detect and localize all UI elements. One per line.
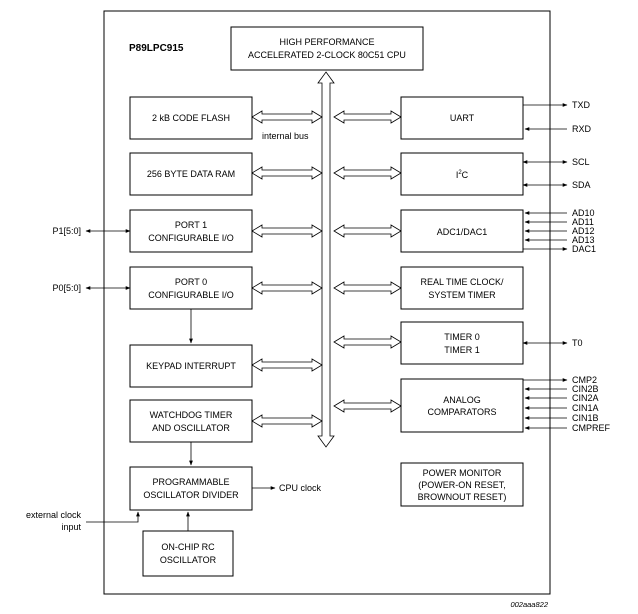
cmp2-label: CMP2: [572, 375, 597, 385]
analog-line-1: ANALOG: [443, 395, 481, 405]
figure-reference: 002aaa822: [510, 600, 548, 609]
rtc-line-2: SYSTEM TIMER: [428, 290, 496, 300]
watchdog-line-1: WATCHDOG TIMER: [150, 410, 233, 420]
cpu-clock-label: CPU clock: [279, 483, 322, 493]
timer0-label: TIMER 0: [444, 332, 480, 342]
power-monitor-block: POWER MONITOR (POWER-ON RESET, BROWNOUT …: [400, 462, 524, 507]
rtc-block: REAL TIME CLOCK/ SYSTEM TIMER: [400, 266, 524, 310]
p0-pin-label: P0[5:0]: [52, 283, 81, 293]
analog-line-2: COMPARATORS: [427, 407, 496, 417]
code-flash-label: 2 kB CODE FLASH: [152, 113, 230, 123]
cin2b-label: CIN2B: [572, 384, 599, 394]
t0-label: T0: [572, 338, 583, 348]
port1-block: PORT 1 CONFIGURABLE I/O: [129, 209, 253, 253]
port1-line-2: CONFIGURABLE I/O: [148, 233, 234, 243]
rxd-label: RXD: [572, 124, 592, 134]
port0-line-2: CONFIGURABLE I/O: [148, 290, 234, 300]
rc-osc-line-1: ON-CHIP RC: [161, 542, 215, 552]
adc-dac-block: ADC1/DAC1: [400, 209, 524, 253]
right-bus-connectors: [333, 110, 402, 413]
sda-label: SDA: [572, 180, 591, 190]
uart-label: UART: [450, 113, 475, 123]
timers-block: TIMER 0 TIMER 1: [400, 321, 524, 365]
internal-bus: [317, 71, 335, 448]
prog-osc-divider-block: PROGRAMMABLE OSCILLATOR DIVIDER: [129, 466, 253, 511]
timer1-label: TIMER 1: [444, 345, 480, 355]
internal-arrows: [86, 309, 276, 531]
cmpref-label: CMPREF: [572, 423, 611, 433]
p1-pin-label: P1[5:0]: [52, 226, 81, 236]
data-ram-block: 256 BYTE DATA RAM: [129, 152, 253, 196]
rc-osc-line-2: OSCILLATOR: [160, 555, 217, 565]
port0-block: PORT 0 CONFIGURABLE I/O: [129, 266, 253, 310]
port0-line-1: PORT 0: [175, 277, 207, 287]
power-line-1: POWER MONITOR: [423, 468, 502, 478]
cin1b-label: CIN1B: [572, 413, 599, 423]
ad10-label: AD10: [572, 208, 595, 218]
uart-block: UART: [400, 96, 524, 140]
left-bus-connectors: [251, 110, 323, 428]
adc-dac-label: ADC1/DAC1: [437, 227, 488, 237]
ad11-label: AD11: [572, 217, 594, 227]
cpu-block: HIGH PERFORMANCE ACCELERATED 2-CLOCK 80C…: [230, 26, 424, 71]
ext-clock-label-2: input: [61, 522, 81, 532]
rc-oscillator-block: ON-CHIP RC OSCILLATOR: [142, 530, 234, 577]
ext-clock-label-1: external clock: [26, 510, 82, 520]
watchdog-block: WATCHDOG TIMER AND OSCILLATOR: [129, 399, 253, 443]
watchdog-line-2: AND OSCILLATOR: [152, 423, 230, 433]
ad13-label: AD13: [572, 235, 595, 245]
scl-label: SCL: [572, 157, 590, 167]
cpu-line-1: HIGH PERFORMANCE: [279, 37, 374, 47]
data-ram-label: 256 BYTE DATA RAM: [147, 169, 235, 179]
code-flash-block: 2 kB CODE FLASH: [129, 96, 253, 140]
port1-line-1: PORT 1: [175, 220, 207, 230]
txd-label: TXD: [572, 100, 591, 110]
i2c-block: I2C: [400, 152, 524, 196]
chip-title: P89LPC915: [129, 43, 184, 54]
keypad-label: KEYPAD INTERRUPT: [146, 361, 236, 371]
analog-comparators-block: ANALOG COMPARATORS: [400, 378, 524, 433]
cin2a-label: CIN2A: [572, 393, 599, 403]
internal-bus-label: internal bus: [262, 131, 309, 141]
cpu-line-2: ACCELERATED 2-CLOCK 80C51 CPU: [248, 50, 406, 60]
ad12-label: AD12: [572, 226, 595, 236]
prog-osc-line-1: PROGRAMMABLE: [152, 477, 229, 487]
power-line-2: (POWER-ON RESET,: [418, 480, 506, 490]
keypad-block: KEYPAD INTERRUPT: [129, 344, 253, 388]
dac1-label: DAC1: [572, 244, 596, 254]
i2c-label: I2C: [456, 170, 469, 180]
rtc-line-1: REAL TIME CLOCK/: [420, 277, 504, 287]
cin1a-label: CIN1A: [572, 403, 599, 413]
power-line-3: BROWNOUT RESET): [418, 492, 507, 502]
prog-osc-line-2: OSCILLATOR DIVIDER: [143, 490, 239, 500]
